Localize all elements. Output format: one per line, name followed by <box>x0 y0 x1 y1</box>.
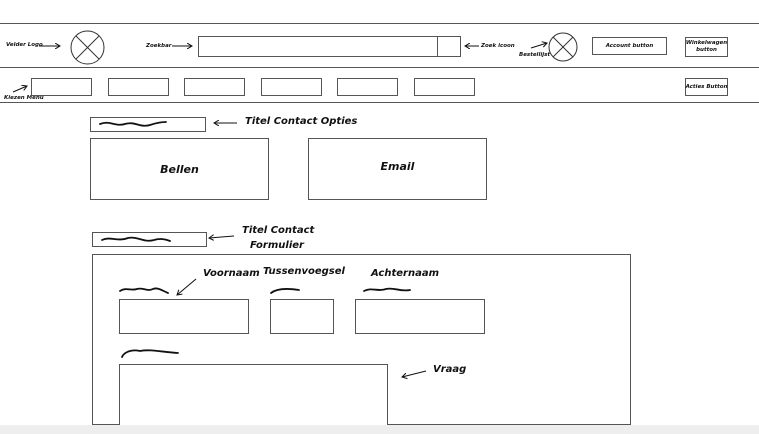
header-top-line <box>0 23 759 24</box>
arrow <box>12 86 27 93</box>
actions-button[interactable]: Acties Button <box>685 78 728 96</box>
contact-form-title-note-1: Titel Contact <box>242 225 315 236</box>
nav-item-1[interactable] <box>31 78 92 96</box>
contact-form-title <box>92 232 207 247</box>
bottom-bar <box>0 425 759 434</box>
header-bottom-line <box>0 67 759 68</box>
menu-label: Kiezen Menu <box>4 95 44 101</box>
placeholder-squiggle <box>121 349 179 358</box>
nav-item-2[interactable] <box>108 78 169 96</box>
contact-options-title <box>90 117 206 132</box>
orders-label: Bestellijst <box>519 52 550 58</box>
cart-button-label: Winkelwagen button <box>685 40 728 53</box>
arrow <box>177 278 197 295</box>
question-field[interactable] <box>119 364 388 426</box>
email-option-card[interactable]: Email <box>308 138 487 200</box>
search-label: Zoekbar <box>146 43 172 49</box>
arrow <box>209 236 235 238</box>
last-name-note: Achternaam <box>371 268 440 279</box>
nav-bottom-line <box>0 102 759 103</box>
logo-icon <box>70 30 105 65</box>
search-button[interactable] <box>437 36 461 57</box>
placeholder-squiggle <box>270 288 300 294</box>
first-name-note: Voornaam <box>203 268 260 279</box>
nav-item-4[interactable] <box>261 78 322 96</box>
arrow <box>530 43 547 49</box>
call-option-card[interactable]: Bellen <box>90 138 269 200</box>
infix-field[interactable] <box>270 299 334 334</box>
account-button[interactable]: Account button <box>592 37 667 55</box>
infix-note: Tussenvoegsel <box>263 266 345 277</box>
placeholder-squiggle <box>99 121 167 127</box>
placeholder-squiggle <box>119 287 169 294</box>
contact-form-title-note-2: Formulier <box>250 240 304 251</box>
first-name-field[interactable] <box>119 299 249 334</box>
nav-item-5[interactable] <box>337 78 398 96</box>
placeholder-squiggle <box>101 236 171 242</box>
logo-label: Velder Logo <box>6 42 43 48</box>
cart-button[interactable]: Winkelwagen button <box>685 37 728 57</box>
placeholder-squiggle <box>363 287 411 292</box>
arrow <box>402 370 427 377</box>
question-note: Vraag <box>433 364 467 375</box>
orders-list-icon[interactable] <box>548 32 578 62</box>
search-icon-label: Zoek icoon <box>481 43 515 49</box>
nav-item-3[interactable] <box>184 78 245 96</box>
last-name-field[interactable] <box>355 299 485 334</box>
contact-options-title-note: Titel Contact Opties <box>245 116 358 127</box>
nav-item-6[interactable] <box>414 78 475 96</box>
